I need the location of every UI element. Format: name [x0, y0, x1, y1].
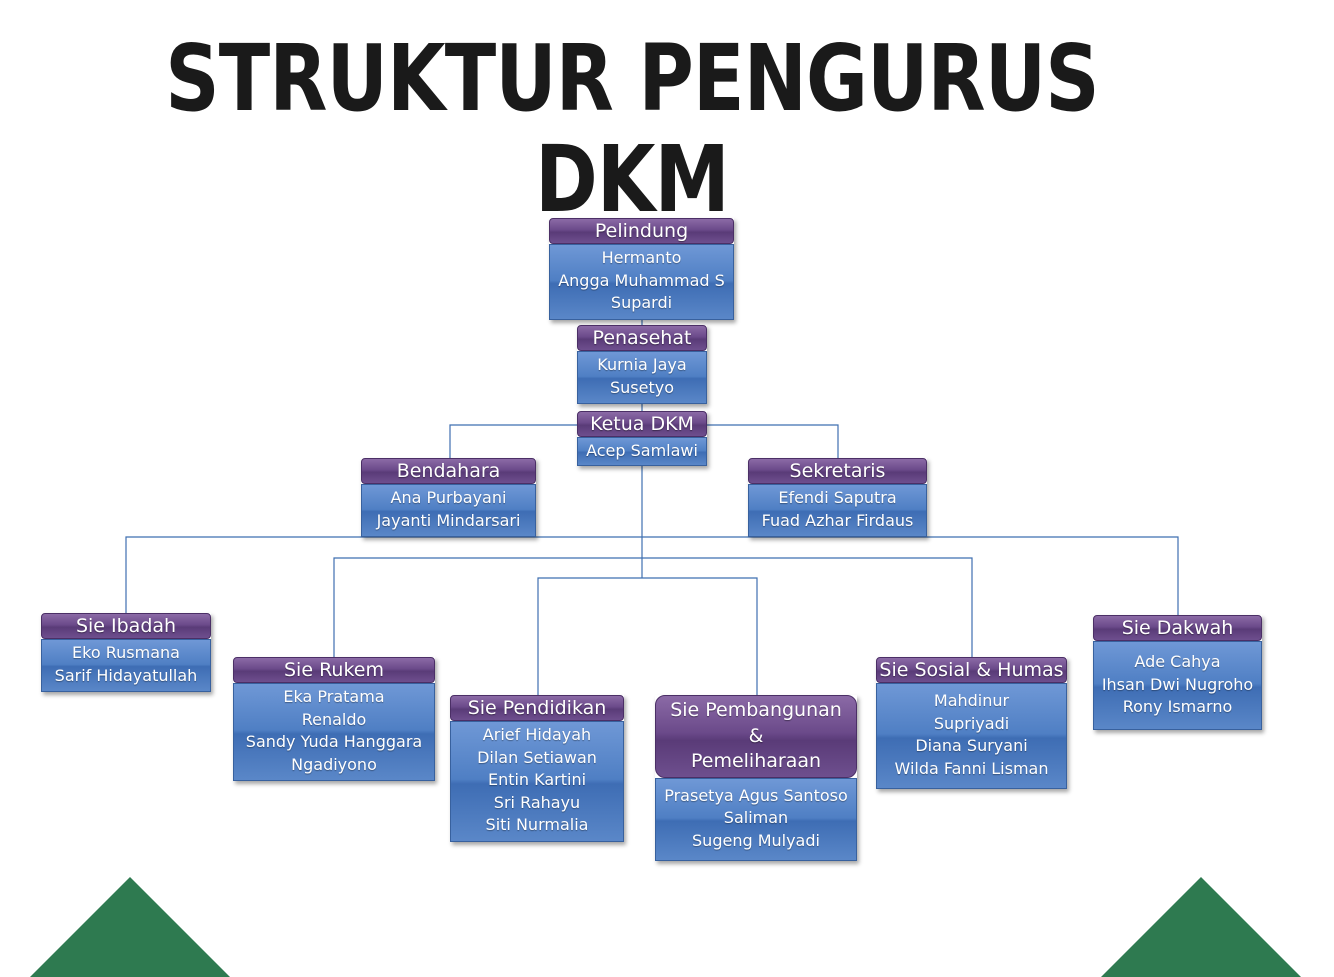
node-dakwah-title: Sie Dakwah [1093, 615, 1262, 641]
node-bendahara: Bendahara Ana Purbayani Jayanti Mindarsa… [361, 458, 536, 537]
node-ketua: Ketua DKM Acep Samlawi [577, 411, 707, 466]
node-sosial-title: Sie Sosial & Humas [876, 657, 1067, 683]
member: Angga Muhammad S [558, 270, 725, 290]
title-line: Pemeliharaan [690, 750, 822, 772]
member: Kurnia Jaya [597, 355, 687, 374]
node-sie-pembangunan: Sie Pembangunan & Pemeliharaan Prasetya … [655, 695, 857, 861]
node-pelindung: Pelindung Hermanto Angga Muhammad S Supa… [549, 218, 734, 320]
member: Prasetya Agus Santoso [664, 785, 848, 805]
member: Saliman [723, 808, 789, 827]
node-pembangunan-title: Sie Pembangunan & Pemeliharaan [655, 695, 857, 778]
member: Renaldo [301, 709, 367, 729]
member: Sarif Hidayatullah [54, 665, 198, 685]
member: Ade Cahya [1134, 652, 1221, 671]
node-sie-sosial: Sie Sosial & Humas Mahdinur Supriyadi Di… [876, 657, 1067, 789]
member: Sandy Yuda Hanggara [245, 732, 423, 751]
member: Acep Samlawi [586, 441, 698, 460]
member: Wilda Fanni Lisman [894, 758, 1049, 778]
member: Hermanto [601, 248, 682, 267]
node-sekretaris-title: Sekretaris [748, 458, 927, 484]
member: Eko Rusmana [72, 643, 180, 662]
node-sie-rukem: Sie Rukem Eka Pratama Renaldo Sandy Yuda… [233, 657, 435, 781]
node-penasehat: Penasehat Kurnia Jaya Susetyo [577, 325, 707, 404]
member: Susetyo [609, 377, 674, 397]
member: Mahdinur [933, 691, 1010, 710]
member: Entin Kartini [487, 770, 587, 789]
node-rukem-title: Sie Rukem [233, 657, 435, 683]
title-line: Sie Pembangunan [670, 699, 842, 721]
member: Ana Purbayani [390, 488, 507, 507]
page-title: STRUKTUR PENGURUS DKM [165, 25, 1099, 234]
node-sie-dakwah: Sie Dakwah Ade Cahya Ihsan Dwi Nugroho R… [1093, 615, 1262, 730]
node-sekretaris: Sekretaris Efendi Saputra Fuad Azhar Fir… [748, 458, 927, 537]
title-line: & [748, 724, 764, 747]
member: Jayanti Mindarsari [376, 510, 521, 530]
node-ketua-title: Ketua DKM [577, 411, 707, 437]
member: Diana Suryani [915, 736, 1028, 755]
member: Ihsan Dwi Nugroho [1101, 674, 1254, 694]
node-ibadah-title: Sie Ibadah [41, 613, 211, 639]
node-sie-ibadah: Sie Ibadah Eko Rusmana Sarif Hidayatulla… [41, 613, 211, 692]
node-pelindung-title: Pelindung [549, 218, 734, 244]
member: Sri Rahayu [493, 792, 581, 812]
member: Sugeng Mulyadi [692, 830, 820, 850]
decor-triangle-right [1101, 877, 1301, 977]
node-penasehat-title: Penasehat [577, 325, 707, 351]
member: Supardi [610, 293, 673, 312]
member: Fuad Azhar Firdaus [761, 510, 914, 530]
member: Efendi Saputra [778, 488, 897, 507]
node-sie-pendidikan: Sie Pendidikan Arief Hidayah Dilan Setia… [450, 695, 624, 842]
member: Arief Hidayah [482, 725, 592, 744]
member: Dilan Setiawan [477, 747, 597, 767]
member: Eka Pratama [283, 687, 385, 706]
decor-triangle-left [30, 877, 230, 977]
member: Siti Nurmalia [485, 815, 589, 834]
node-pendidikan-title: Sie Pendidikan [450, 695, 624, 721]
member: Ngadiyono [291, 754, 377, 774]
member: Supriyadi [933, 713, 1010, 733]
node-bendahara-title: Bendahara [361, 458, 536, 484]
member: Rony Ismarno [1122, 697, 1233, 716]
